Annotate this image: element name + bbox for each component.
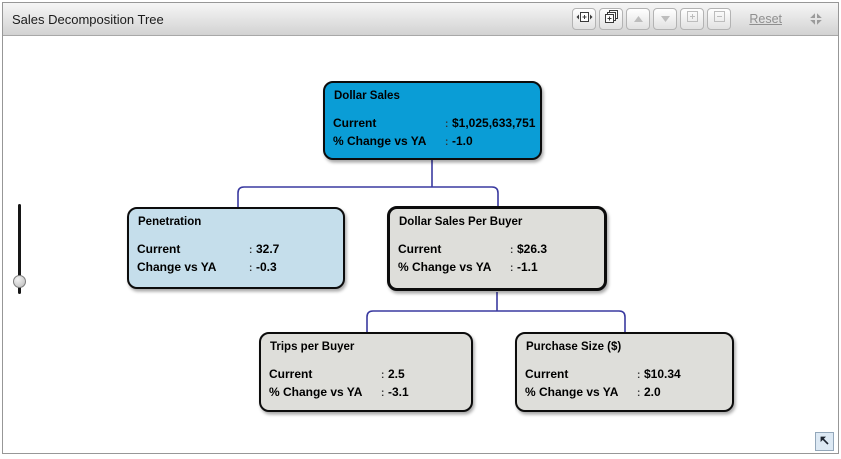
node-row: Current : $1,025,633,751: [325, 115, 540, 133]
expand-horizontal-button[interactable]: [572, 8, 597, 30]
node-row: Current : 32.7: [129, 241, 343, 259]
node-row-value: 2.0: [644, 385, 661, 399]
colon-separator: :: [637, 370, 641, 381]
scroll-to-origin-button[interactable]: [815, 432, 834, 451]
zoom-slider-track[interactable]: [18, 204, 21, 294]
arrow-down-icon: [660, 10, 671, 28]
node-row: Current : 2.5: [261, 366, 471, 384]
node-row-label: Current: [333, 116, 377, 130]
node-rows: Current : 32.7 Change vs YA : -0.3: [129, 241, 343, 277]
zoom-in-button[interactable]: [680, 8, 705, 30]
tree-node-trips-per-buyer[interactable]: Trips per Buyer Current : 2.5 % Change v…: [259, 332, 473, 412]
node-row: Current : $10.34: [517, 366, 732, 384]
node-title: Purchase Size ($): [526, 341, 622, 353]
arrow-up-left-icon: [819, 433, 830, 451]
node-row-label: Current: [525, 367, 569, 381]
zoom-out-button[interactable]: [707, 8, 732, 30]
node-rows: Current : $1,025,633,751 % Change vs YA …: [325, 115, 540, 151]
node-row: Change vs YA : -0.3: [129, 259, 343, 277]
toolbar: Reset: [569, 8, 838, 30]
arrow-up-icon: [633, 10, 644, 28]
node-row-value: -3.1: [388, 385, 409, 399]
tree-node-dollar-sales-per-buyer[interactable]: Dollar Sales Per Buyer Current : $26.3 %…: [387, 206, 607, 291]
node-row: % Change vs YA : 2.0: [517, 384, 732, 402]
node-rows: Current : $10.34 % Change vs YA : 2.0: [517, 366, 732, 402]
node-title: Trips per Buyer: [270, 341, 355, 353]
expand-all-icon: [603, 9, 619, 29]
panel-title: Sales Decomposition Tree: [12, 11, 164, 27]
node-row-label: Current: [269, 367, 313, 381]
colon-separator: :: [381, 370, 385, 381]
move-down-button[interactable]: [653, 8, 678, 30]
node-row-value: $10.34: [644, 367, 681, 381]
node-row: % Change vs YA : -1.0: [325, 133, 540, 151]
colon-separator: :: [249, 263, 253, 274]
tree-node-purchase-size[interactable]: Purchase Size ($) Current : $10.34 % Cha…: [515, 332, 734, 412]
collapse-arrows-icon[interactable]: [808, 11, 824, 27]
colon-separator: :: [445, 137, 449, 148]
node-rows: Current : $26.3 % Change vs YA : -1.1: [390, 241, 604, 277]
node-title: Penetration: [138, 216, 202, 228]
expand-horizontal-icon: [576, 10, 593, 29]
node-row-value: 2.5: [388, 367, 405, 381]
expand-all-button[interactable]: [599, 8, 624, 30]
colon-separator: :: [637, 388, 641, 399]
zoom-slider-handle[interactable]: [13, 275, 26, 288]
node-row-value: $26.3: [517, 242, 548, 256]
node-row-label: % Change vs YA: [398, 260, 492, 274]
node-row-label: Change vs YA: [137, 260, 217, 274]
node-title: Dollar Sales Per Buyer: [399, 216, 523, 228]
zoom-in-icon: [686, 10, 699, 28]
panel-header: Sales Decomposition Tree: [3, 3, 838, 36]
node-row-value: -0.3: [256, 260, 277, 274]
tree-node-dollar-sales[interactable]: Dollar Sales Current : $1,025,633,751 % …: [323, 81, 542, 160]
node-row-value: $1,025,633,751: [452, 116, 536, 130]
node-row-value: 32.7: [256, 242, 280, 256]
colon-separator: :: [445, 119, 449, 130]
node-row-value: -1.0: [452, 134, 473, 148]
node-row-label: % Change vs YA: [333, 134, 427, 148]
colon-separator: :: [381, 388, 385, 399]
tree-connectors: [237, 160, 626, 332]
node-row: % Change vs YA : -3.1: [261, 384, 471, 402]
move-up-button[interactable]: [626, 8, 651, 30]
zoom-out-icon: [713, 10, 726, 28]
node-rows: Current : 2.5 % Change vs YA : -3.1: [261, 366, 471, 402]
reset-link[interactable]: Reset: [749, 12, 782, 26]
tree-canvas: Dollar Sales Current : $1,025,633,751 % …: [3, 37, 838, 453]
colon-separator: :: [249, 245, 253, 256]
node-row-label: Current: [137, 242, 181, 256]
node-row: Current : $26.3: [390, 241, 604, 259]
tree-node-penetration[interactable]: Penetration Current : 32.7 Change vs YA …: [127, 207, 345, 289]
node-row-label: % Change vs YA: [525, 385, 619, 399]
node-title: Dollar Sales: [334, 90, 400, 102]
node-row: % Change vs YA : -1.1: [390, 259, 604, 277]
node-row-label: Current: [398, 242, 442, 256]
node-row-label: % Change vs YA: [269, 385, 363, 399]
colon-separator: :: [510, 263, 514, 274]
node-row-value: -1.1: [517, 260, 538, 274]
colon-separator: :: [510, 245, 514, 256]
